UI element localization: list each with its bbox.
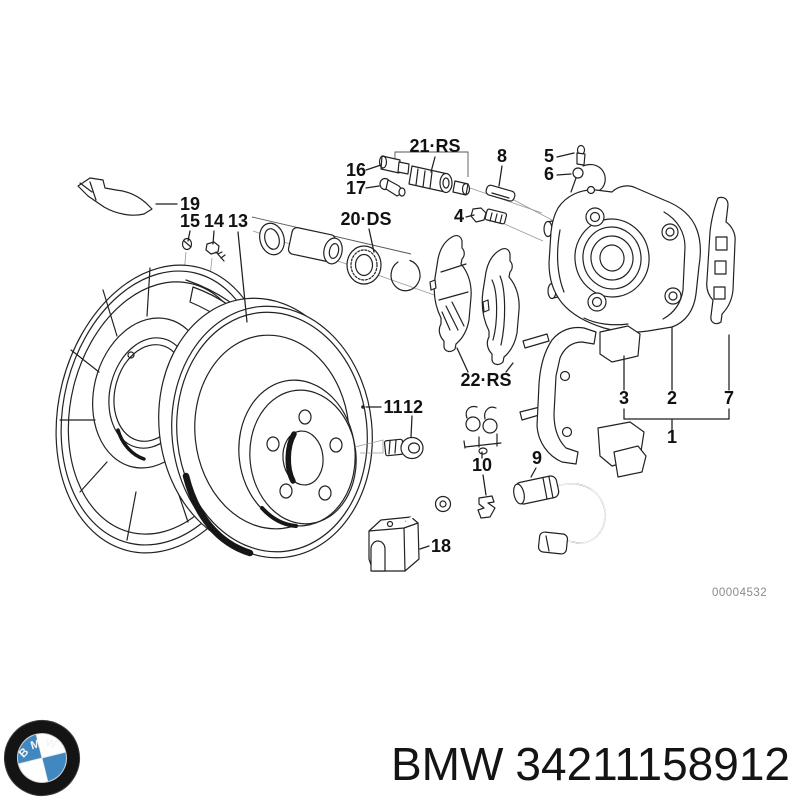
callout-16: 16: [346, 160, 366, 180]
callout-11: 11: [383, 397, 402, 417]
screw-15: [181, 237, 193, 251]
anti-rattle-clip: [463, 405, 502, 455]
bmw-logo: BMW: [2, 717, 82, 799]
callout-labels: 1 2 3 4 5 6 7 8 9 10 11 12 13 14 15 16 1…: [180, 136, 734, 556]
callout-20: 20·DS: [340, 209, 391, 229]
leader-lines: [155, 152, 730, 550]
parts-diagram: 1 2 3 4 5 6 7 8 9 10 11 12 13 14 15 16 1…: [55, 136, 767, 599]
carrier-bracket: [519, 325, 647, 478]
logo-quadrant-bl: [18, 758, 48, 782]
grease-fitting-17: [379, 177, 406, 197]
callout-13: 13: [228, 211, 248, 231]
guide-pin-8: [485, 184, 516, 202]
callout-21: 21·RS: [409, 136, 460, 156]
brake-disc: [158, 297, 373, 559]
brand-name: BMW: [390, 738, 504, 790]
wear-sensor: [513, 475, 606, 555]
callout-22: 22·RS: [460, 370, 511, 390]
bolt-14: [205, 241, 226, 262]
wheel-bolt-holes: [266, 409, 343, 501]
callout-6: 6: [544, 164, 554, 184]
seal-repair-kit: [259, 222, 421, 292]
bolt-4: [470, 207, 508, 225]
callout-8: 8: [497, 146, 507, 166]
bleeder-valve-5: [576, 144, 586, 166]
brake-pad-right: [481, 248, 520, 366]
callout-3: 3: [619, 388, 629, 408]
callout-2: 2: [667, 388, 677, 408]
callout-12: 12: [403, 397, 423, 417]
logo-quadrant-tl: [18, 734, 42, 764]
socket-bolt: [354, 436, 424, 460]
guide-bush-21: [408, 165, 471, 196]
retainer-bracket: [368, 495, 452, 572]
callout-9: 9: [532, 448, 542, 468]
callout-15: 15: [180, 211, 200, 231]
retaining-spring: [706, 196, 736, 325]
brake-pad-left: [429, 235, 472, 353]
callout-4: 4: [454, 206, 464, 226]
callout-1: 1: [667, 427, 677, 447]
brake-caliper: [543, 185, 701, 333]
logo-quadrant-tr: [36, 734, 66, 758]
callout-5: 5: [544, 146, 554, 166]
handbrake-lever: [77, 177, 153, 216]
callout-17: 17: [346, 178, 366, 198]
diagram-code: 00004532: [712, 587, 767, 599]
callout-14: 14: [204, 211, 224, 231]
guide-bush-16: [378, 155, 410, 175]
callout-7: 7: [724, 388, 734, 408]
callout-19: 19: [180, 194, 200, 214]
sheet-clip: [477, 495, 496, 519]
logo-quadrant-br: [42, 752, 66, 782]
part-number: 34211158912: [515, 738, 790, 790]
callout-10: 10: [472, 455, 492, 475]
callout-18: 18: [431, 536, 451, 556]
